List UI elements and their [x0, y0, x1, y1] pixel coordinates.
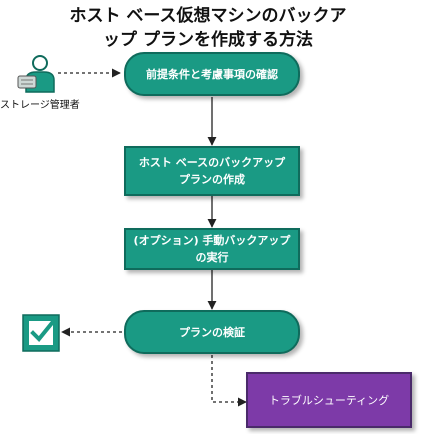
- step-verify-label: プランの検証: [179, 325, 245, 339]
- step-create-plan: ホスト ベースのバックアップ プランの作成: [124, 146, 300, 196]
- step-create-label-2: プランの作成: [179, 173, 245, 186]
- title-line-2: ップ プランを作成する方法: [103, 30, 313, 50]
- connector-verify-to-troubleshoot: [211, 355, 247, 407]
- step-manual-backup: (オプション) 手動バックアップ の実行: [124, 228, 300, 270]
- step-troubleshoot-label: トラブルシューティング: [268, 393, 390, 407]
- title-line-1: ホスト ベース仮想マシンのバックア: [69, 6, 347, 26]
- step-manual-label-1: (オプション) 手動バックアップ: [133, 234, 291, 247]
- checkbox-check-icon: [22, 314, 60, 352]
- step-prereq: 前提条件と考慮事項の確認: [124, 52, 300, 96]
- role-label: ストレージ管理者: [0, 100, 80, 111]
- step-troubleshoot: トラブルシューティング: [246, 372, 412, 428]
- step-prereq-label: 前提条件と考慮事項の確認: [146, 67, 278, 81]
- step-create-label-1: ホスト ベースのバックアップ: [138, 156, 286, 169]
- page-title: ホスト ベース仮想マシンのバックア ップ プランを作成する方法: [40, 4, 376, 52]
- storage-admin-person-icon: [14, 52, 58, 96]
- step-verify-plan: プランの検証: [124, 310, 300, 354]
- step-manual-label-2: の実行: [195, 251, 229, 264]
